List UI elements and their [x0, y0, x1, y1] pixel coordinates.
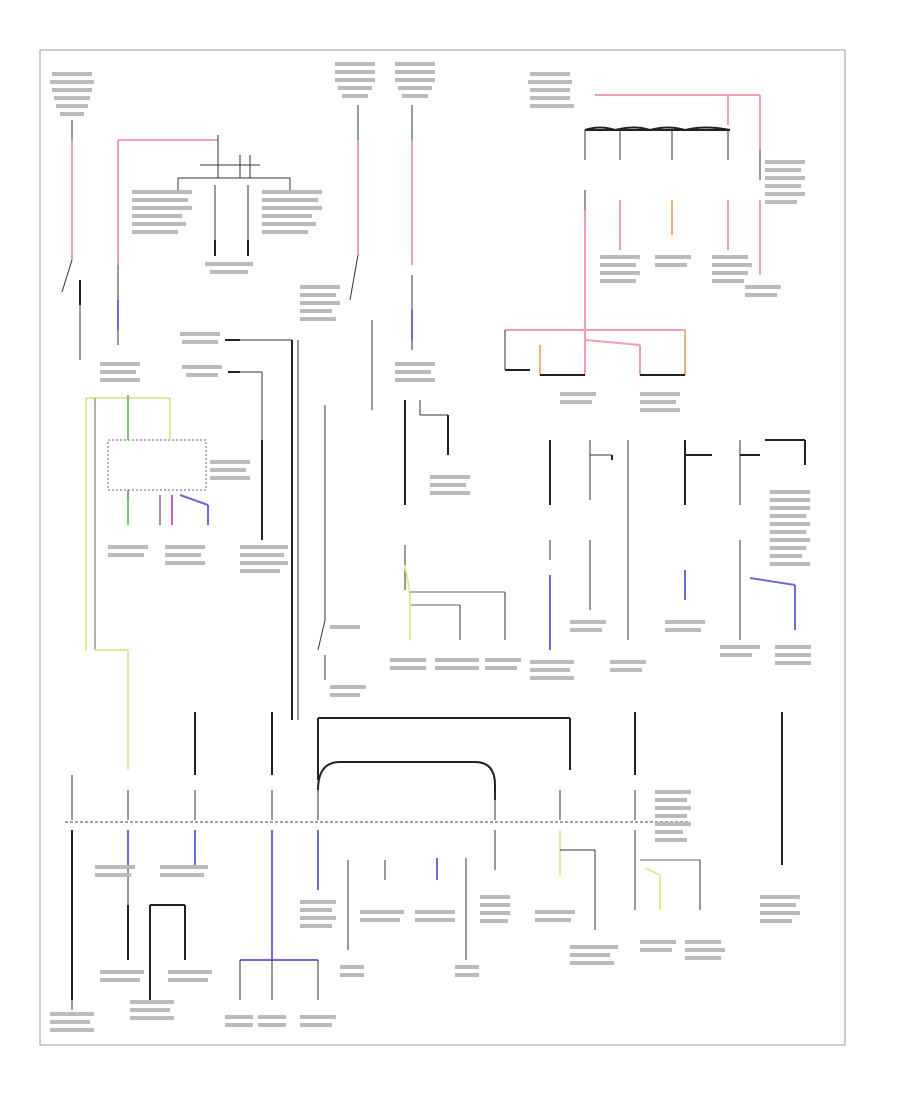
bottom-branches: [50, 830, 800, 1032]
center-left-feeds: [180, 332, 299, 720]
bottom-fuse-bus: [65, 712, 783, 865]
center-top-feeds: [300, 62, 470, 505]
relay-block-top-left: [132, 155, 322, 274]
top-right-power-feed: [528, 72, 805, 330]
right-middle-fuses: [530, 439, 811, 680]
right-splice-block: [504, 329, 686, 412]
diagram-frame: [39, 49, 846, 1046]
center-middle-fuses: [317, 405, 521, 697]
source-label-top-left: [50, 72, 94, 116]
top-left-power-feed: [50, 72, 219, 360]
left-fuse-box: [85, 362, 250, 770]
